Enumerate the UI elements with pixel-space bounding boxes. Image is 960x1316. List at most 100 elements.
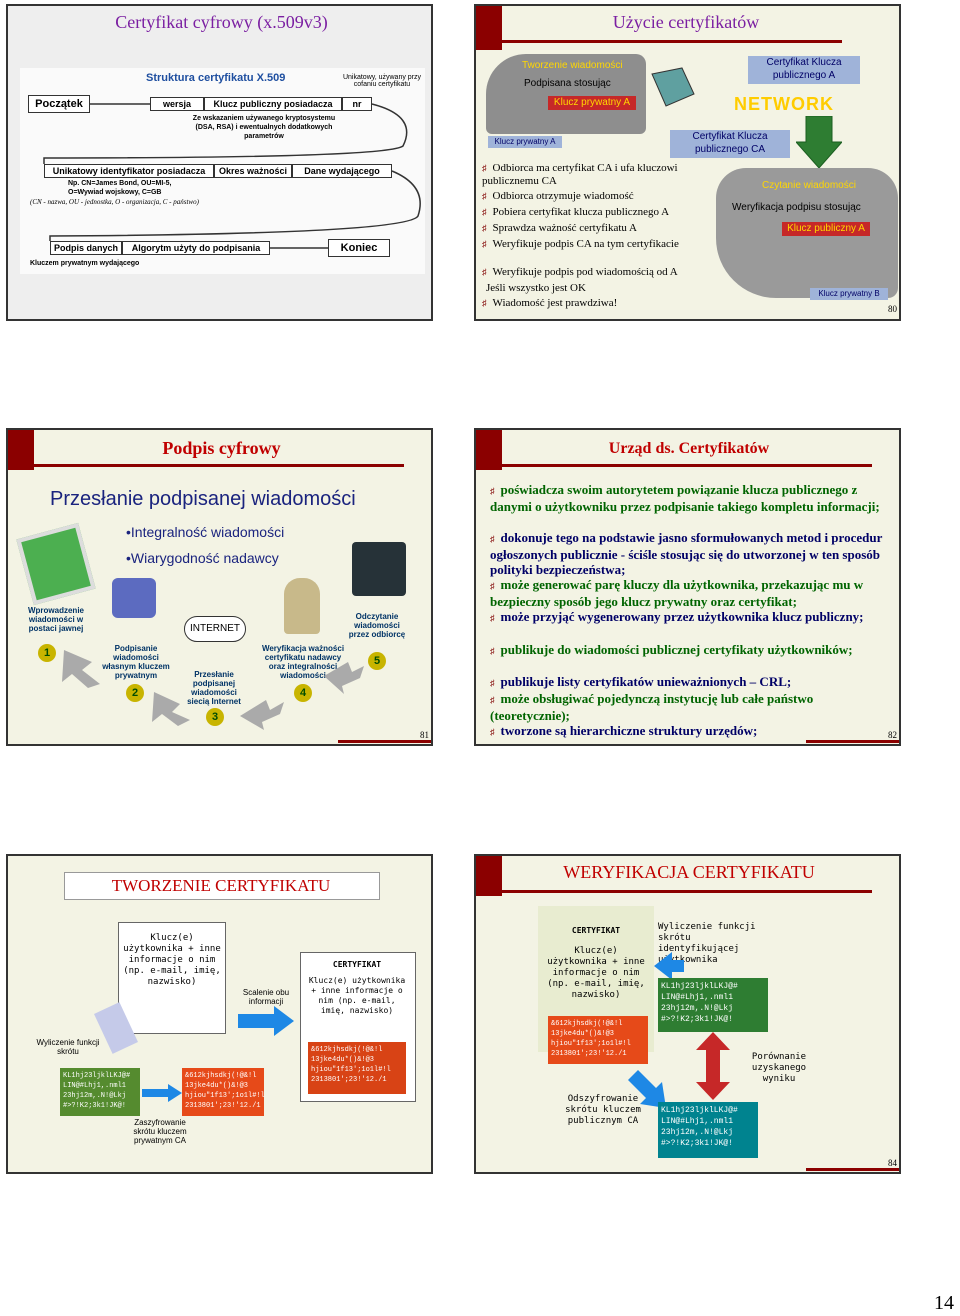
- certificate-hash: &612kjhsdkj(!@&!l 13jke4du*()&!@3 hjiou"…: [308, 1042, 406, 1094]
- step-1-label: Wprowadzenie wiadomości w postaci jawnej: [27, 606, 84, 633]
- private-key-a-label: Klucz prywatny A: [488, 136, 562, 148]
- step-3-label: Przesłanie podpisanej wiadomości siecią …: [187, 670, 241, 706]
- ca-bullet-6: ♯publikuje listy certyfikatów unieważnio…: [490, 674, 792, 689]
- ca-bullet-7: ♯może obsługiwać pojedynczą instytucję l…: [490, 691, 814, 723]
- slide-create-certificate: TWORZENIE CERTYFIKATU Klucz(e) użytkowni…: [6, 854, 433, 1174]
- validity-field: Okres ważności: [214, 164, 292, 178]
- slide-number: 81: [420, 730, 429, 740]
- unique-note: Unikatowy, używany przy cofaniu certyfik…: [342, 74, 422, 88]
- ca-bullet-1: ♯poświadcza swoim autorytetem powiązanie…: [490, 482, 880, 514]
- bullet-1: ♯Odbiorca ma certyfikat CA i ufa kluczow…: [482, 162, 678, 187]
- network-label: NETWORK: [734, 94, 834, 114]
- point-integrity: •Integralność wiadomości: [126, 524, 285, 540]
- owner-id-field: Unikatowy identyfikator posiadacza: [44, 164, 214, 178]
- step-5-label: Odczytanie wiadomości przez odbiorcę: [348, 612, 406, 639]
- bottom-bar: [806, 1168, 899, 1171]
- step-3-number: 3: [206, 708, 224, 726]
- ca-bullet-2: ♯dokonuje tego na podstawie jasno sformu…: [490, 530, 883, 577]
- slide-title: Podpis cyfrowy: [162, 438, 281, 458]
- slide-number: 84: [888, 1158, 897, 1168]
- encrypt-label: Zaszyfrowanie skrótu kluczem prywatnym C…: [133, 1118, 187, 1145]
- bottom-bar: [806, 740, 899, 743]
- step-4-label: Weryfikacja ważności certyfikatu nadawcy…: [261, 644, 345, 680]
- corner-bar: [476, 6, 502, 50]
- algorithm-note: Ze wskazaniem używanego kryptosystemu (D…: [192, 115, 336, 140]
- user-info-doc: Klucz(e) użytkownika + inne informacje o…: [118, 922, 226, 1034]
- ca-bullet-4: ♯może przyjąć wygenerowany przez użytkow…: [490, 609, 864, 624]
- slide-title: TWORZENIE CERTYFIKATU: [111, 876, 331, 895]
- calc-arrow: [654, 952, 684, 978]
- if-ok-line: Jeśli wszystko jest OK: [486, 282, 586, 294]
- start-arrow: Początek: [28, 95, 90, 113]
- ca-bullet-3: ♯może generować parę kluczy dla użytkown…: [490, 577, 864, 609]
- title-underline: [502, 40, 842, 43]
- corner-bar: [476, 430, 502, 470]
- cert-pub-a-box: Certyfikat Klucza publicznego A: [748, 56, 860, 84]
- corner-bar: [476, 856, 502, 896]
- owner-legend: (CN - nazwa, OU - jednostka, O - organiz…: [30, 198, 199, 206]
- title-underline: [502, 464, 872, 467]
- flow-arrows: [62, 650, 364, 730]
- certificate-title: CERTYFIKAT: [332, 960, 382, 969]
- signature-data-field: Podpis danych: [50, 241, 122, 255]
- slide-title: Użycie certyfikatów: [612, 12, 760, 32]
- verify-label: Weryfikacja podpisu stosując: [732, 202, 861, 213]
- public-key-field: Klucz publiczny posiadacza: [204, 97, 342, 111]
- slide-certificate-authority: Urząd ds. Certyfikatów ♯poświadcza swoim…: [474, 428, 901, 746]
- step-5-number: 5: [368, 652, 386, 670]
- bullet-5: ♯Weryfikuje podpis CA na tym certyfikaci…: [482, 238, 679, 250]
- certificate-body: Klucz(e) użytkownika + inne informacje o…: [308, 976, 406, 1015]
- signature-algorithm-field: Algorytm użyty do podpisania: [122, 241, 270, 255]
- merge-label: Scalenie obu informacji: [242, 988, 290, 1006]
- certificate-hash: &612kjhsdkj(!@&!l 13jke4du*()&!@3 hjiou"…: [548, 1016, 648, 1064]
- certificate-title: CERTYFIKAT: [571, 926, 621, 935]
- hash-calc-label: Wyliczenie funkcji skrótu: [36, 1038, 100, 1056]
- creating-label: Tworzenie wiadomości: [522, 60, 623, 71]
- title-underline: [34, 464, 404, 467]
- step-2-number: 2: [126, 684, 144, 702]
- slide-title: Certyfikat cyfrowy (x.509v3): [115, 12, 328, 32]
- owner-example: Np. CN=James Bond, OU=MI-5, O=Wywiad woj…: [68, 180, 172, 196]
- laptop-image: [352, 542, 406, 596]
- key-disk-image: [112, 578, 156, 618]
- structure-title: Struktura certyfikatu X.509: [146, 72, 286, 84]
- subtitle: Przesłanie podpisanej wiadomości: [50, 488, 356, 510]
- slide-verify-certificate: WERYFIKACJA CERTYFIKATU CERTYFIKAT Klucz…: [474, 854, 901, 1174]
- flow-arrows: [43, 103, 421, 249]
- step-2-label: Podpisanie wiadomości własnym kluczem pr…: [102, 644, 170, 680]
- laptop-a-image: [486, 54, 646, 134]
- hash-orange: &612kjhsdkj(!@&!l 13jke4du*()&!@3 hjiou"…: [182, 1068, 265, 1116]
- end-arrow: Koniec: [328, 239, 390, 257]
- padlock-image: [284, 578, 320, 634]
- compare-label: Porównanie uzyskanego wyniku: [751, 1052, 807, 1084]
- step-1-number: 1: [38, 644, 56, 662]
- internet-cloud: INTERNET: [184, 616, 246, 642]
- ca-bullet-8: ♯tworzone są hierarchiczne struktury urz…: [490, 723, 758, 738]
- hash-calc-label: Wyliczenie funkcji skrótu identyfikujące…: [658, 922, 756, 965]
- cert-ca-box: Certyfikat Klucza publicznego CA: [670, 130, 790, 158]
- bottom-bar: [338, 740, 431, 743]
- certificate-body: Klucz(e) użytkownika + inne informacje o…: [547, 946, 645, 1000]
- decrypt-arrow: [628, 1070, 666, 1108]
- page-number: 14: [934, 1292, 954, 1314]
- issuer-field: Dane wydającego: [292, 164, 392, 178]
- reading-label: Czytanie wiadomości: [762, 180, 856, 191]
- nr-field: nr: [342, 97, 372, 111]
- slide-digital-signature: Podpis cyfrowy Przesłanie podpisanej wia…: [6, 428, 433, 746]
- computed-hash: KL1hj23ljklLKJ@# LIN@#Lhj1,.nml1 23hj12m…: [658, 978, 768, 1032]
- down-arrow: [796, 116, 842, 168]
- slide-number: 82: [888, 730, 897, 740]
- issuer-key-note: Kluczem prywatnym wydającego: [30, 260, 140, 267]
- title-box: [64, 872, 380, 900]
- slide-certificate-usage: Użycie certyfikatów Tworzenie wiadomości…: [474, 4, 901, 321]
- title-underline: [502, 890, 872, 893]
- merge-arrow: [238, 1006, 294, 1036]
- public-key-a-red: Klucz publiczny A: [782, 222, 870, 236]
- bullet-2: ♯Odbiorca otrzymuje wiadomość: [482, 190, 634, 202]
- slide-number: 80: [888, 304, 897, 314]
- version-field: wersja: [150, 97, 204, 111]
- encrypt-arrow: [142, 1084, 182, 1102]
- private-key-a-red: Klucz prywatny A: [548, 96, 636, 110]
- send-arrow: [651, 67, 695, 107]
- decrypt-label: Odszyfrowanie skrótu kluczem publicznym …: [565, 1094, 641, 1126]
